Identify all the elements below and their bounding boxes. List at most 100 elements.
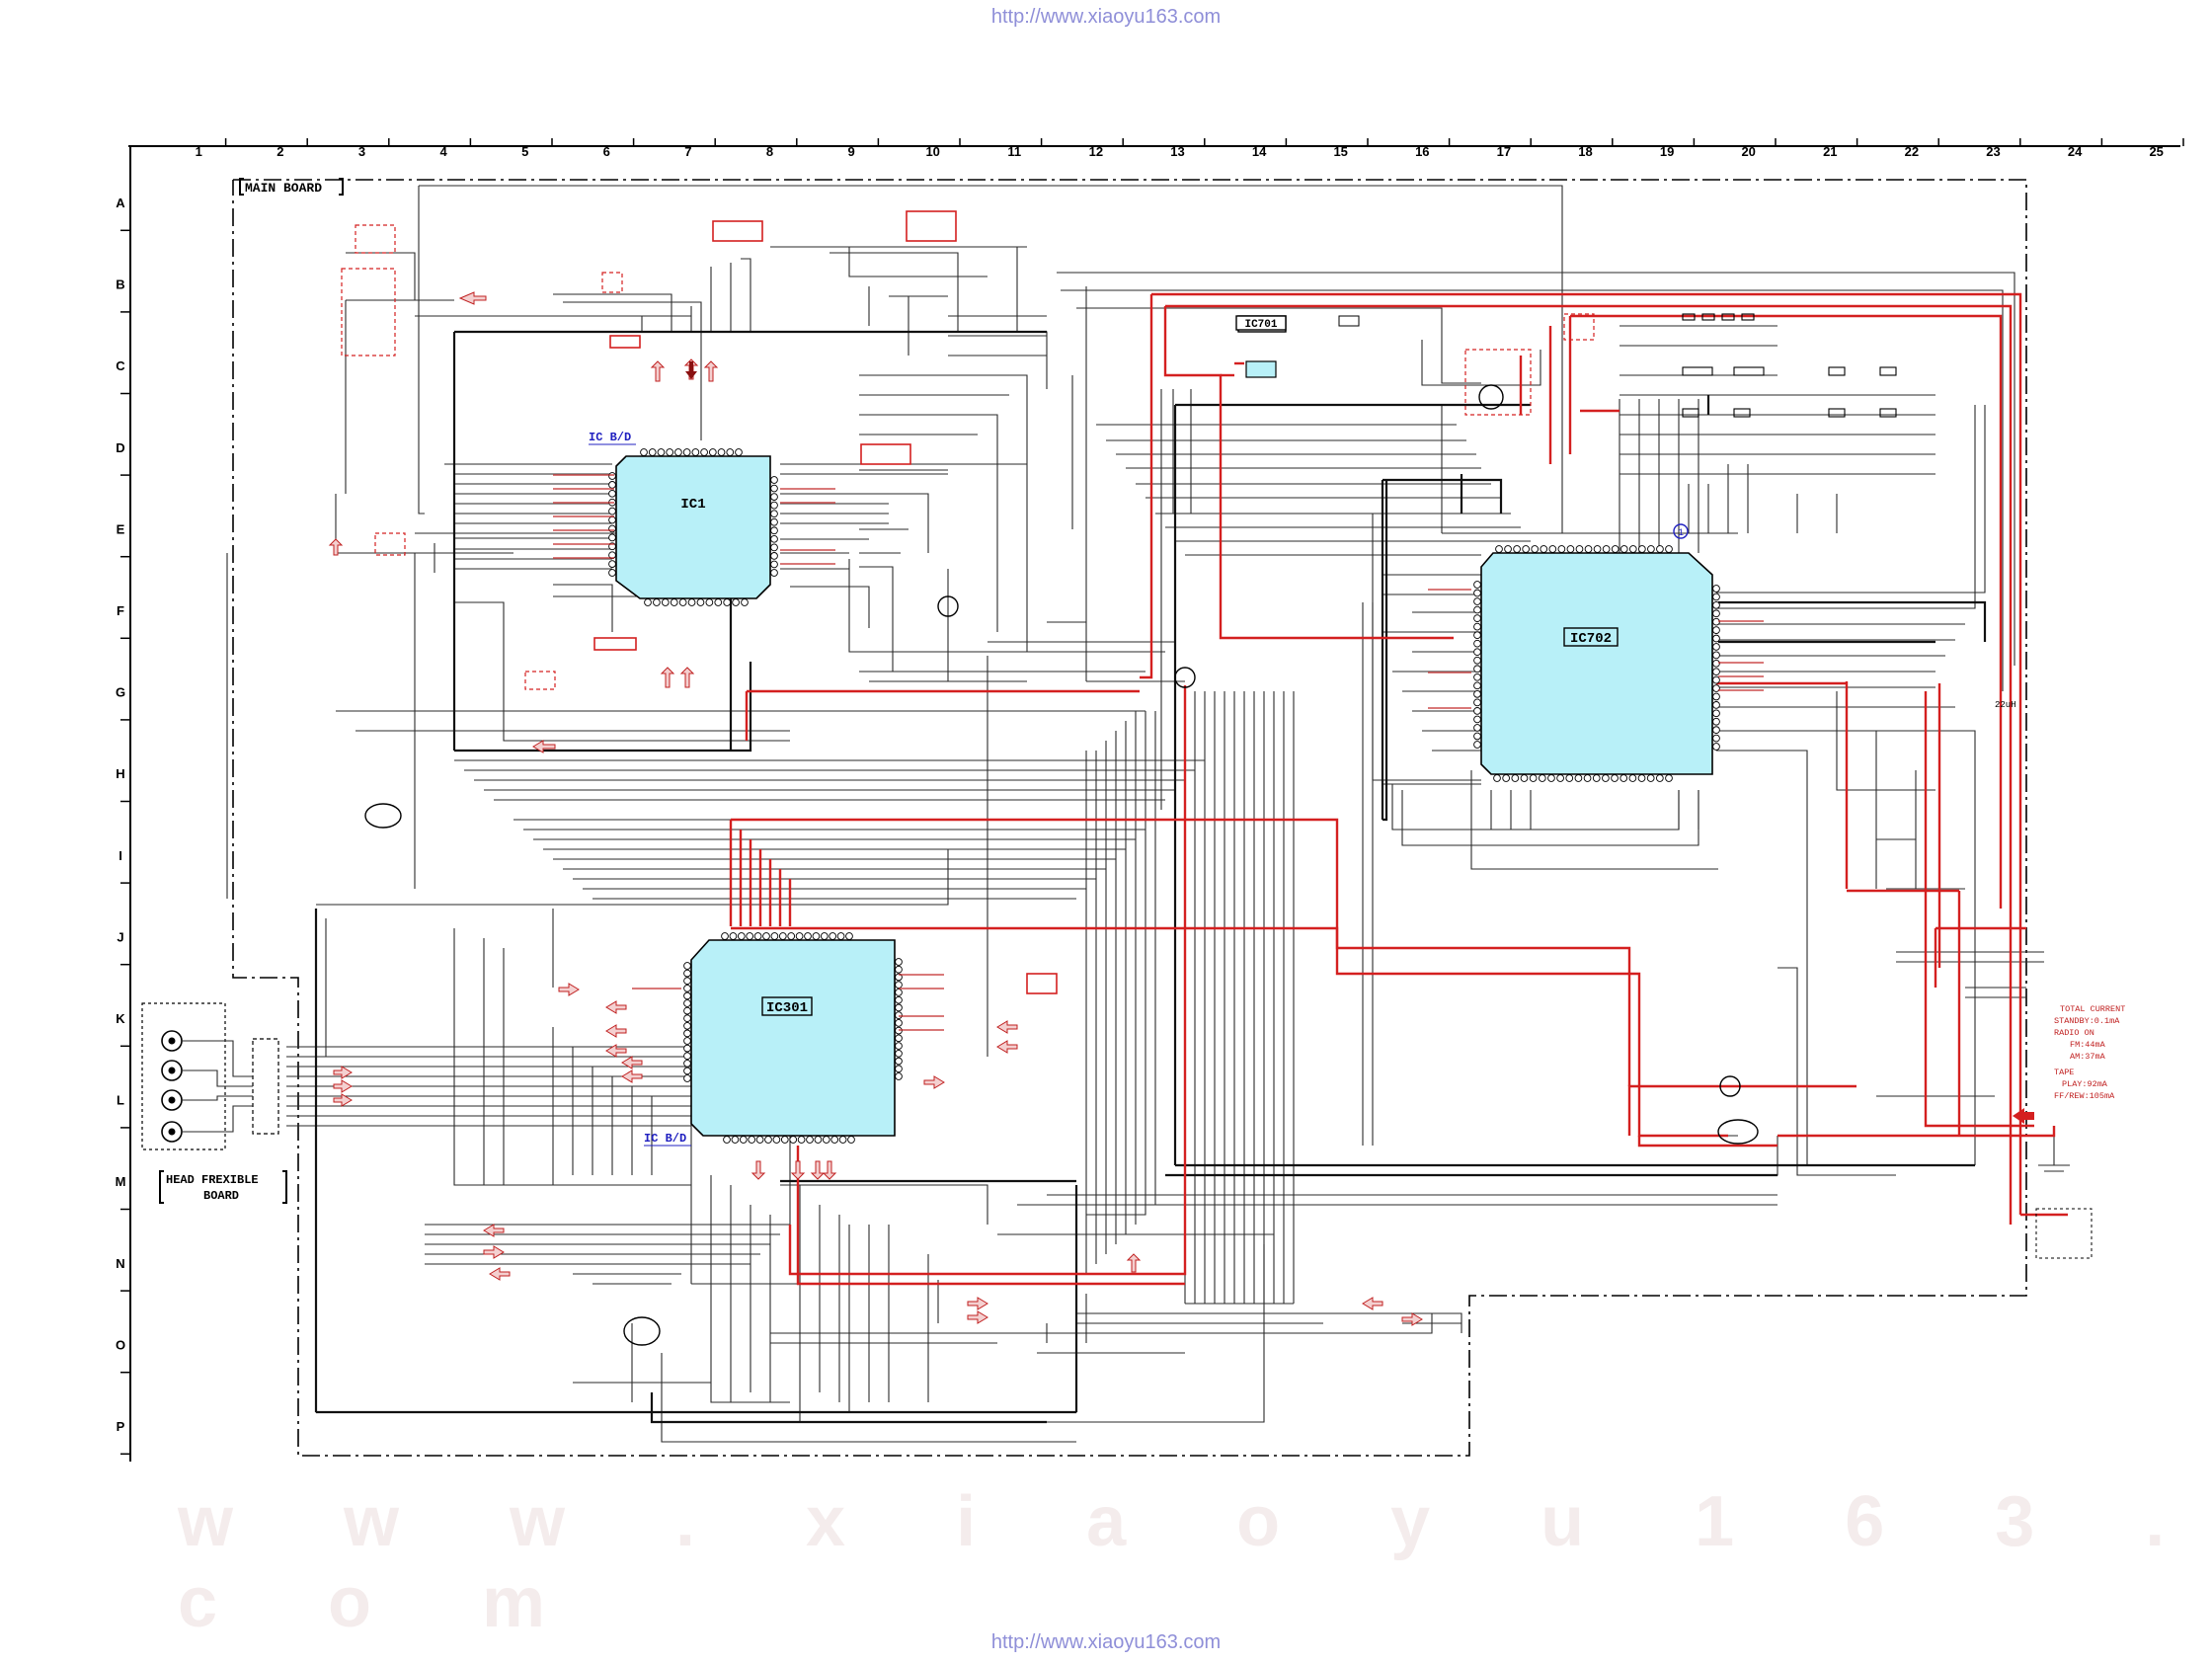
- current-note: TOTAL CURRENT STANDBY:0.1mA RADIO ON FM:…: [2054, 1004, 2125, 1101]
- ic-pin: [1611, 545, 1620, 553]
- ic-pin: [1628, 774, 1637, 782]
- ic-pin: [735, 448, 743, 456]
- ic702-label: IC702: [1570, 631, 1612, 647]
- header-url[interactable]: http://www.xiaoyu163.com: [990, 6, 1222, 28]
- column-label: 3: [358, 144, 365, 159]
- column-label: 6: [603, 144, 610, 159]
- column-label: 18: [1578, 144, 1592, 159]
- footer-url[interactable]: http://www.xiaoyu163.com: [990, 1631, 1222, 1653]
- ic-pin: [789, 1136, 798, 1144]
- ic-pin: [770, 493, 778, 501]
- ic-pin: [1473, 581, 1481, 589]
- ic-pin: [1712, 585, 1720, 593]
- row-label: O: [116, 1337, 125, 1352]
- ic-pin: [705, 598, 714, 606]
- ic-pin: [608, 533, 616, 542]
- ic-pin: [753, 932, 762, 940]
- ic301-body: [690, 939, 896, 1137]
- ic-pin: [770, 526, 778, 535]
- ic-pin: [1712, 675, 1720, 684]
- ic-pin: [683, 1059, 691, 1068]
- ic-pin: [731, 1136, 740, 1144]
- head-board-label-1: HEAD FREXIBLE: [166, 1173, 259, 1187]
- ic-pin: [683, 962, 691, 970]
- column-label: 8: [766, 144, 773, 159]
- ic-pin: [741, 598, 749, 606]
- ic-pin: [770, 517, 778, 526]
- column-label: 9: [847, 144, 854, 159]
- ic-pin: [1548, 545, 1557, 553]
- ic-pin: [714, 598, 723, 606]
- row-label: I: [118, 848, 122, 863]
- ic-pin: [723, 1136, 731, 1144]
- row-label: D: [116, 440, 124, 455]
- column-label: 4: [439, 144, 447, 159]
- ic-pin: [770, 476, 778, 484]
- ic-pin: [683, 1021, 691, 1030]
- ic-pin: [1620, 774, 1628, 782]
- ic-pin: [1665, 774, 1673, 782]
- switch-array: [1682, 313, 1897, 418]
- ic702-body: [1480, 552, 1713, 775]
- ic702-label-box: [1563, 627, 1619, 647]
- ic-pin: [1473, 741, 1481, 749]
- ic-pin: [1566, 545, 1575, 553]
- pin1-marker: [1673, 523, 1689, 539]
- ic-pin: [1473, 589, 1481, 597]
- column-label: 16: [1415, 144, 1429, 159]
- ic-pin: [770, 534, 778, 543]
- ic-pin: [762, 932, 770, 940]
- ic-pin: [1473, 707, 1481, 715]
- column-label: 21: [1823, 144, 1837, 159]
- ic-pin: [1473, 656, 1481, 665]
- row-label: P: [117, 1419, 125, 1434]
- ic-pin: [683, 969, 691, 978]
- ic-pin: [1712, 692, 1720, 701]
- ic-pin: [770, 560, 778, 569]
- column-label: 1: [196, 144, 202, 159]
- ic-pin: [648, 448, 657, 456]
- ic-pin: [683, 1067, 691, 1075]
- ic-pin: [1473, 689, 1481, 698]
- ic1-body: [615, 455, 771, 599]
- column-label: 20: [1741, 144, 1755, 159]
- ic-pin: [666, 448, 674, 456]
- ic-pin: [700, 448, 708, 456]
- ic-pin: [895, 995, 903, 1004]
- ic-pin: [772, 1136, 781, 1144]
- ic-pin: [838, 1136, 847, 1144]
- ic-pin: [683, 1029, 691, 1038]
- ic-pin: [778, 932, 787, 940]
- ic-pin: [895, 1019, 903, 1027]
- current-note-line8: FF/REW:105mA: [2054, 1091, 2115, 1101]
- ic-pin: [1473, 673, 1481, 681]
- current-note-line3: RADIO ON: [2054, 1028, 2094, 1038]
- ic-pin: [812, 932, 821, 940]
- ic-pin: [726, 448, 735, 456]
- ic-pin: [696, 598, 705, 606]
- ic-pin: [682, 448, 691, 456]
- head-board-label-2: BOARD: [203, 1189, 239, 1203]
- ic-pin: [795, 932, 804, 940]
- ic-pin: [1712, 734, 1720, 743]
- ic-pin: [1473, 681, 1481, 690]
- inductor-label: 22uH: [1995, 700, 2016, 710]
- ic-pin: [1712, 634, 1720, 643]
- ic-pin: [683, 999, 691, 1007]
- ic-pin: [895, 1042, 903, 1050]
- ic-pin: [1513, 545, 1521, 553]
- ic-pin: [717, 448, 726, 456]
- ic701-label: IC701: [1244, 319, 1277, 331]
- ic-pin: [732, 598, 740, 606]
- ic-pin: [608, 507, 616, 515]
- ic-pin: [1473, 622, 1481, 631]
- ic-pin: [683, 1037, 691, 1045]
- ic-pin: [1522, 545, 1531, 553]
- ic-pin: [1712, 717, 1720, 726]
- column-label: 11: [1007, 144, 1021, 159]
- ic-pin: [1712, 709, 1720, 718]
- ic-pin: [1592, 774, 1601, 782]
- ic-pin: [770, 932, 779, 940]
- ic-pin: [755, 1136, 764, 1144]
